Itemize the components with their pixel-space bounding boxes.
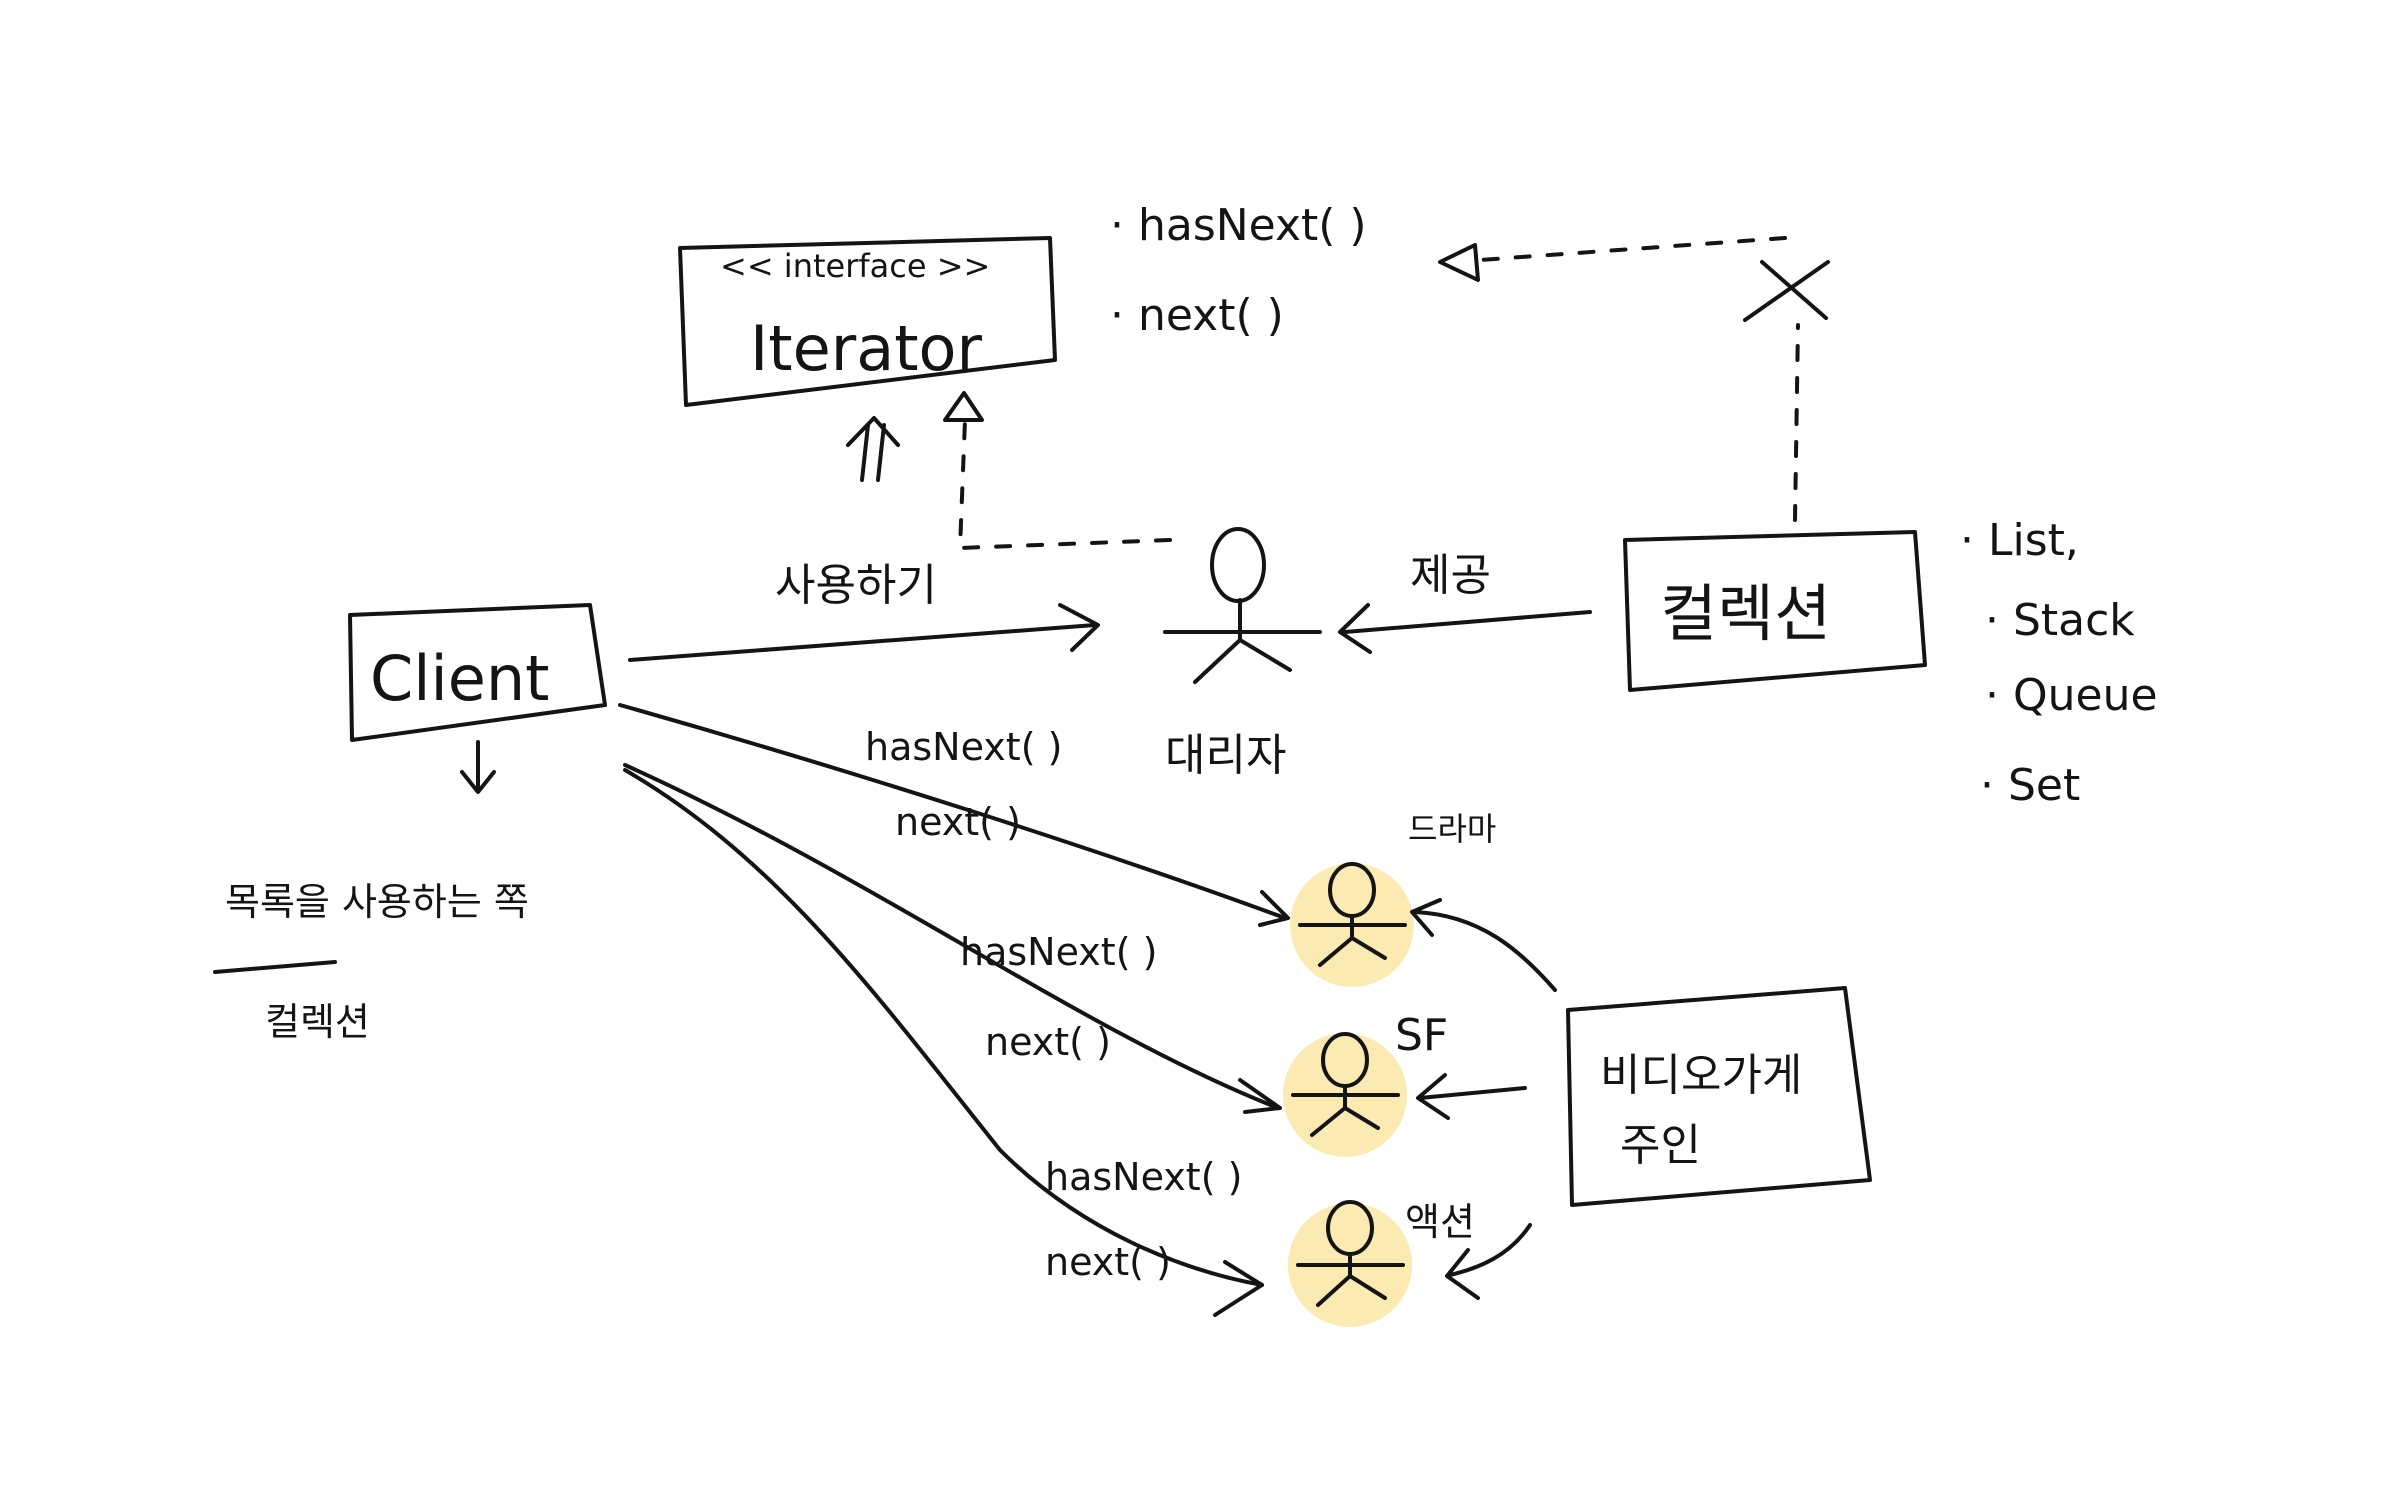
open-arrowhead-icon — [1058, 603, 1100, 652]
client-box[interactable]: Client — [348, 603, 607, 742]
double-up-arrow — [846, 416, 900, 482]
iterator-realization — [943, 391, 1172, 550]
stick-figure-icon — [1296, 1200, 1405, 1307]
call-label-3-next: next( ) — [1045, 1240, 1171, 1284]
call-label-3-has-next: hasNext( ) — [1045, 1155, 1242, 1199]
client-call-arrows — [618, 703, 1290, 1317]
client-note-line2: 컬렉션 — [265, 1000, 370, 1044]
stick-figure-icon — [1298, 862, 1407, 967]
owner-line1: 비디오가게 — [1600, 1050, 1802, 1101]
provide-label: 제공 — [1410, 550, 1491, 601]
call-label-2-has-next: hasNext( ) — [960, 930, 1157, 974]
use-label: 사용하기 — [775, 560, 937, 611]
collection-box[interactable]: 컬렉션 — [1623, 530, 1927, 692]
open-arrowhead-icon — [460, 770, 496, 794]
owner-box[interactable]: 비디오가게 주인 — [1566, 986, 1872, 1207]
owner-line2: 주인 — [1620, 1120, 1701, 1171]
interface-method-has-next: · hasNext( ) — [1110, 200, 1367, 251]
iterator-actor — [1163, 527, 1322, 684]
open-arrowhead-icon — [1213, 1260, 1264, 1317]
client-note-arrow — [460, 740, 496, 794]
collection-example-stack: · Stack — [1985, 595, 2135, 646]
collection-realization — [1438, 236, 1830, 522]
open-arrowhead-icon — [1238, 1078, 1282, 1114]
open-arrowhead-icon — [1338, 603, 1372, 654]
genre-actor-action — [1288, 1200, 1412, 1327]
call-label-1-next: next( ) — [895, 800, 1021, 844]
genre-actor-sf — [1283, 1032, 1407, 1157]
genre-label-action: 액션 — [1405, 1200, 1475, 1244]
call-label-1-has-next: hasNext( ) — [865, 725, 1062, 769]
call-label-2-next: next( ) — [985, 1020, 1111, 1064]
owner-arrows — [1410, 898, 1557, 1300]
open-arrowhead-icon — [1258, 890, 1290, 927]
iterator-interface-box[interactable]: << interface >> Iterator — [678, 236, 1057, 407]
open-arrowhead-icon — [1410, 898, 1442, 937]
collection-examples: · List, · Stack · Queue · Set — [1960, 515, 2158, 811]
iterator-actor-label: 대리자 — [1165, 730, 1286, 781]
collection-provides-arrow — [1338, 603, 1592, 654]
collection-example-set: · Set — [1980, 760, 2080, 811]
client-note-line1: 목록을 사용하는 쪽 — [225, 880, 529, 924]
stick-figure-icon — [1291, 1032, 1400, 1137]
stick-figure-icon — [1163, 527, 1322, 684]
genre-label-sf: SF — [1395, 1010, 1448, 1061]
genre-actor-drama — [1290, 862, 1414, 987]
client-name: Client — [370, 642, 550, 715]
collection-example-queue: · Queue — [1985, 670, 2158, 721]
collection-name: 컬렉션 — [1660, 577, 1831, 650]
open-arrowhead-icon — [1416, 1073, 1450, 1120]
client-note-underline — [213, 960, 337, 974]
client-uses-arrow — [628, 603, 1100, 662]
interface-method-next: · next( ) — [1110, 290, 1284, 341]
interface-methods: · hasNext( ) · next( ) — [1110, 200, 1367, 341]
collection-example-list: · List, — [1960, 515, 2079, 566]
call-labels: hasNext( ) next( ) hasNext( ) next( ) ha… — [865, 725, 1242, 1284]
hollow-arrowhead-icon — [943, 391, 984, 422]
iterator-stereotype: << interface >> — [720, 247, 990, 285]
genre-label-drama: 드라마 — [1408, 810, 1496, 848]
iterator-name: Iterator — [750, 312, 982, 385]
hollow-arrowhead-icon — [1438, 243, 1480, 282]
open-arrowhead-icon — [1445, 1248, 1480, 1300]
